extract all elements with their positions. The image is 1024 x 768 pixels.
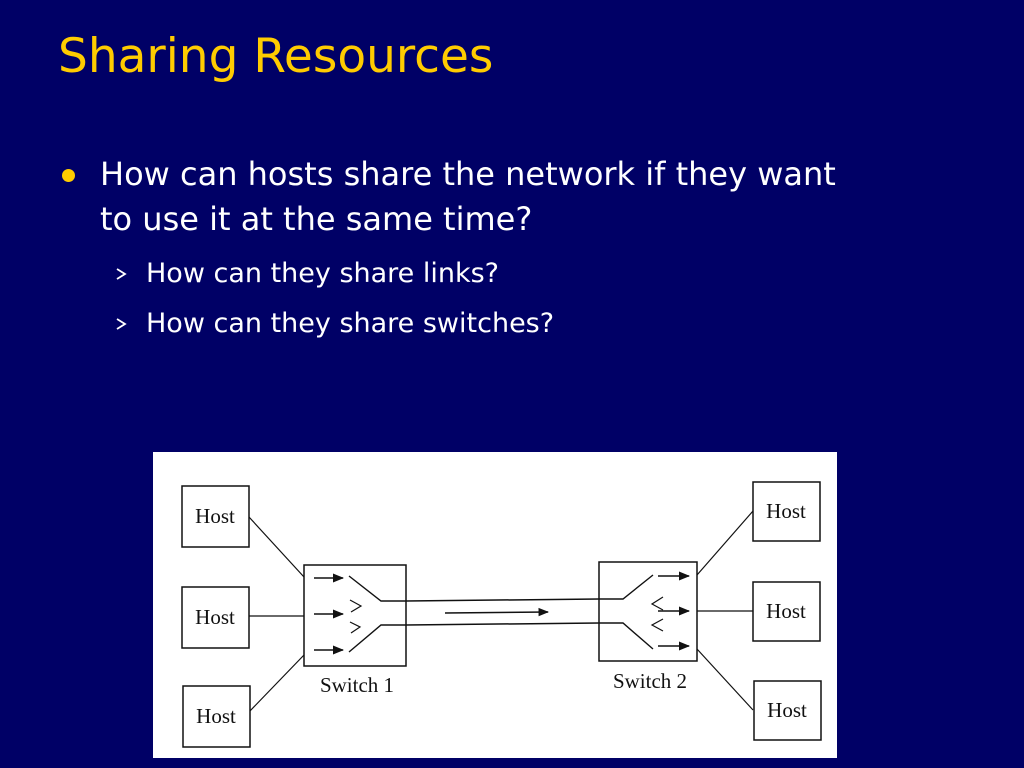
left-host-links — [248, 516, 305, 713]
switch-2-upper-funnel — [599, 574, 654, 600]
shared-link-bottom-edge — [405, 622, 600, 626]
host-box — [752, 581, 821, 642]
switch-2-lower-funnel — [599, 622, 654, 650]
link-left-top — [248, 516, 305, 578]
sub-bullet-switches: How can they share switches? — [114, 306, 554, 342]
sub-bullet-links: How can they share links? — [114, 256, 499, 292]
switch-1: Switch 1 — [303, 564, 407, 697]
main-bullet-text: How can hosts share the network if they … — [100, 155, 836, 238]
host-label: Host — [195, 504, 235, 528]
network-diagram-svg: Host Host Host Host Host Host — [181, 481, 822, 748]
host-label: Host — [766, 599, 806, 623]
shared-link — [405, 598, 600, 626]
network-diagram: Host Host Host Host Host Host — [153, 452, 837, 758]
sub-bullet-text: How can they share links? — [146, 258, 500, 289]
slide-title: Sharing Resources — [58, 29, 494, 84]
switch-1-merge-mark — [349, 599, 363, 613]
host-label: Host — [767, 698, 807, 722]
switch-1-label: Switch 1 — [320, 673, 394, 697]
sub-bullet-text: How can they share switches? — [146, 308, 555, 339]
chevron-right-icon — [116, 318, 127, 330]
chevron-right-icon — [116, 268, 127, 280]
switch-2-split-mark — [650, 596, 664, 611]
right-host-bottom: Host — [753, 680, 822, 741]
switch-box — [303, 564, 407, 667]
switch-1-upper-funnel — [348, 575, 406, 602]
switch-1-lower-funnel — [348, 624, 406, 653]
left-host-top: Host — [181, 485, 250, 548]
main-bullet: How can hosts share the network if they … — [62, 152, 862, 242]
host-box — [752, 481, 821, 542]
host-label: Host — [766, 499, 806, 523]
shared-link-top-edge — [405, 598, 600, 602]
host-box — [182, 685, 251, 748]
right-host-top: Host — [752, 481, 821, 542]
host-box — [181, 485, 250, 548]
host-box — [181, 586, 250, 649]
host-label: Host — [196, 704, 236, 728]
host-box — [753, 680, 822, 741]
switch-2-label: Switch 2 — [613, 669, 687, 693]
host-label: Host — [195, 605, 235, 629]
switch-2: Switch 2 — [598, 561, 698, 693]
right-host-middle: Host — [752, 581, 821, 642]
switch-1-merge-mark — [349, 621, 362, 634]
switch-2-split-mark — [650, 618, 664, 632]
right-host-links — [696, 510, 754, 711]
bullet-dot-icon — [62, 169, 75, 182]
arrow-right-icon — [444, 607, 550, 617]
left-host-middle: Host — [181, 586, 250, 649]
left-host-bottom: Host — [182, 685, 251, 748]
link-right-bottom — [696, 648, 754, 711]
link-left-bottom — [248, 654, 305, 713]
link-right-top — [696, 510, 754, 576]
